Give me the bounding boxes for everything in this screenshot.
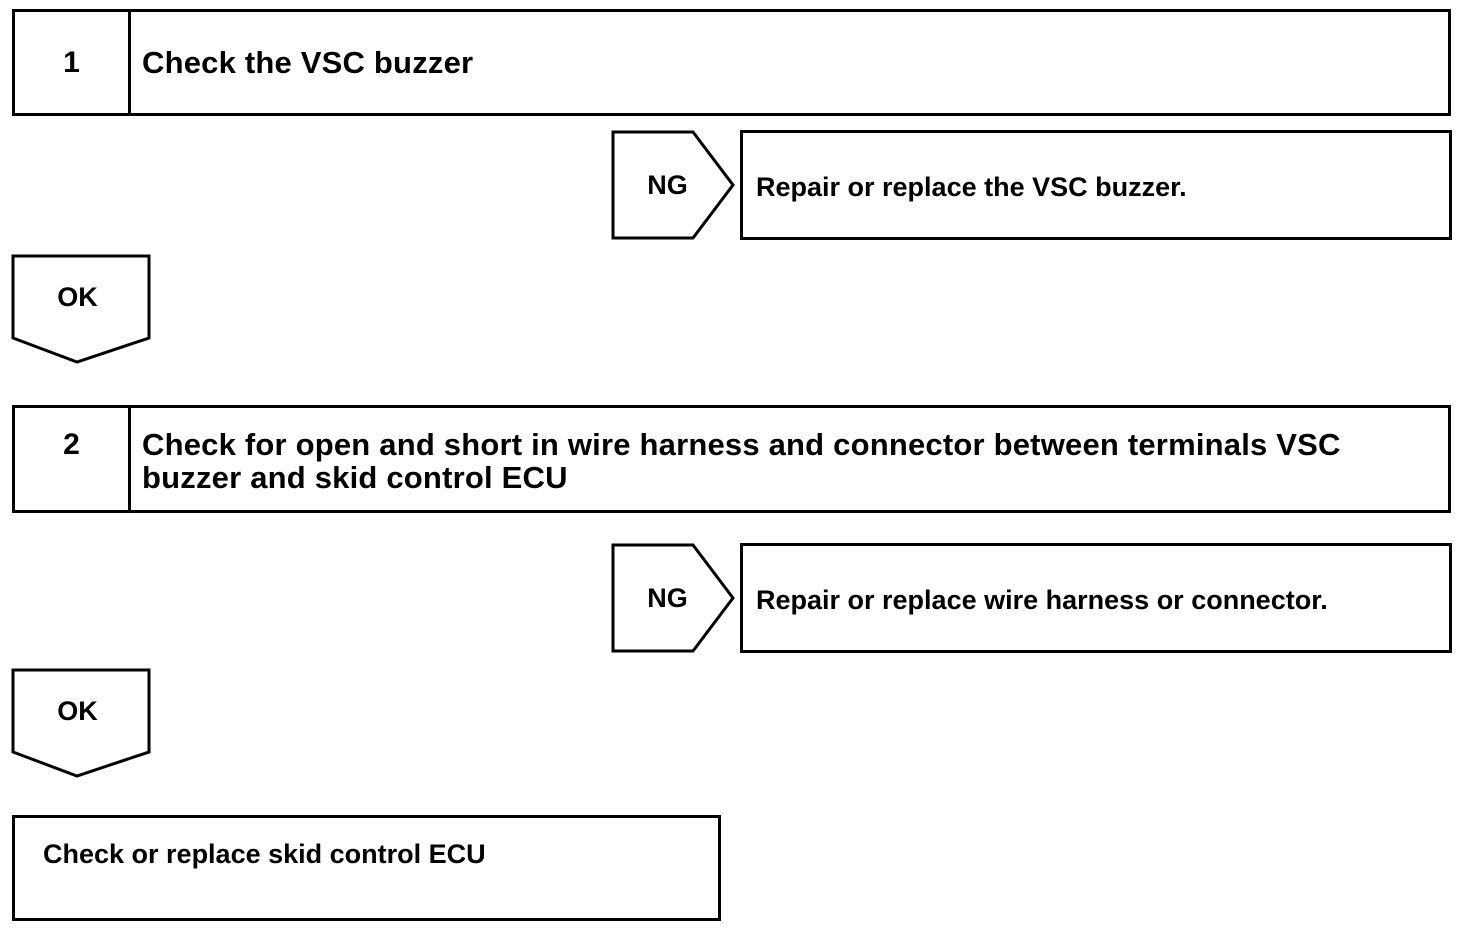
ok-2-arrow-shape [11,668,151,778]
final-action-box: Check or replace skid control ECU [12,815,721,921]
ng-1-arrow-shape [611,130,735,240]
ok-1-arrow-shape [11,254,151,364]
ng-2-action-text: Repair or replace wire harness or connec… [756,585,1328,615]
ng-2-action-box: Repair or replace wire harness or connec… [740,543,1452,653]
ng-1-action-text: Repair or replace the VSC buzzer. [756,172,1187,202]
step-2-box: 2 Check for open and short in wire harne… [12,405,1451,513]
ng-1-action-box: Repair or replace the VSC buzzer. [740,130,1452,240]
ok-2-label: OK [57,696,98,726]
step-1-number: 1 [15,12,131,113]
ng-1-label: NG [647,170,688,200]
ng-2-label: NG [647,583,688,613]
final-action-text: Check or replace skid control ECU [43,839,486,869]
step-2-title: Check for open and short in wire harness… [142,427,1341,495]
ok-1-label: OK [57,282,98,312]
step-1-title: Check the VSC buzzer [142,45,474,80]
ng-2-arrow-shape [611,543,735,653]
step-1-box: 1 Check the VSC buzzer [12,9,1451,116]
step-2-number: 2 [15,408,131,510]
